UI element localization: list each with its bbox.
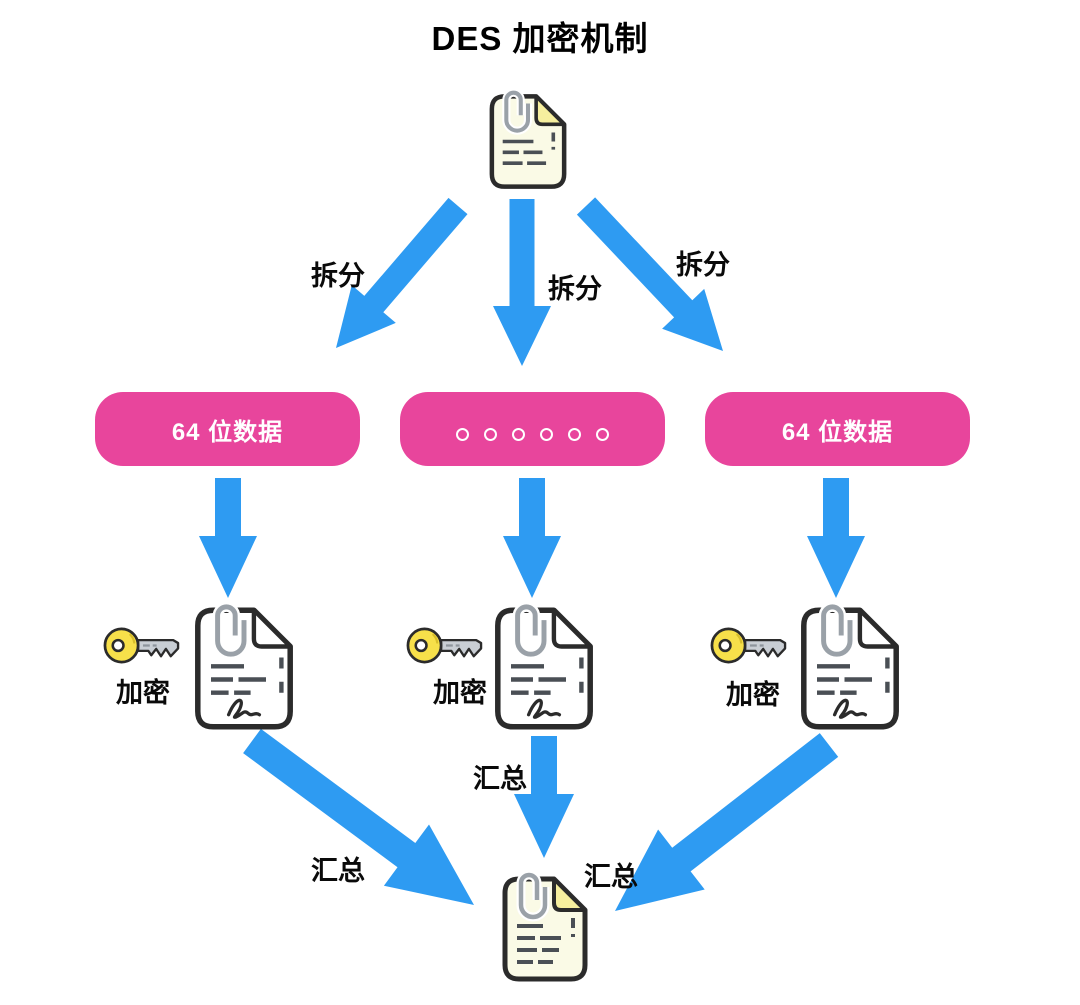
dot-icon (512, 427, 525, 441)
merge-label-middle: 汇总 (473, 764, 527, 794)
dot-icon (540, 427, 553, 441)
encrypt-label-left: 加密 (116, 678, 170, 708)
data-block-middle (400, 392, 665, 466)
merge-label-left: 汇总 (311, 856, 365, 886)
split-label-middle: 拆分 (548, 274, 602, 304)
encrypted-document-icon-middle (489, 602, 599, 735)
merge-arrow-middle (514, 736, 574, 858)
key-icon-right (710, 626, 788, 665)
source-document-icon (484, 90, 572, 193)
key-icon-middle (406, 626, 484, 665)
result-document-icon (497, 866, 593, 992)
data-block-right: 64 位数据 (705, 392, 970, 466)
to-encrypt-arrow-right (807, 478, 865, 598)
to-encrypt-arrow-left (199, 478, 257, 598)
encrypted-document-icon-right (795, 602, 905, 735)
merge-label-right: 汇总 (584, 862, 638, 892)
data-block-left-label: 64 位数据 (171, 418, 284, 446)
encrypt-label-right: 加密 (726, 680, 780, 710)
data-block-left: 64 位数据 (95, 392, 360, 466)
merge-arrow-right (615, 733, 839, 911)
encrypt-label-middle: 加密 (433, 678, 487, 708)
dot-icon (568, 427, 581, 441)
data-block-right-label: 64 位数据 (781, 418, 894, 446)
split-label-right: 拆分 (676, 250, 730, 280)
split-arrow-middle (493, 199, 551, 366)
dot-icon (456, 427, 469, 441)
dot-icon (596, 427, 609, 441)
to-encrypt-arrow-middle (503, 478, 561, 598)
page-title: DES 加密机制 (431, 20, 649, 57)
dot-icon (484, 427, 497, 441)
encrypted-document-icon-left (189, 602, 299, 735)
split-label-left: 拆分 (311, 261, 365, 291)
ellipsis-dots (456, 427, 609, 441)
key-icon-left (103, 626, 181, 665)
